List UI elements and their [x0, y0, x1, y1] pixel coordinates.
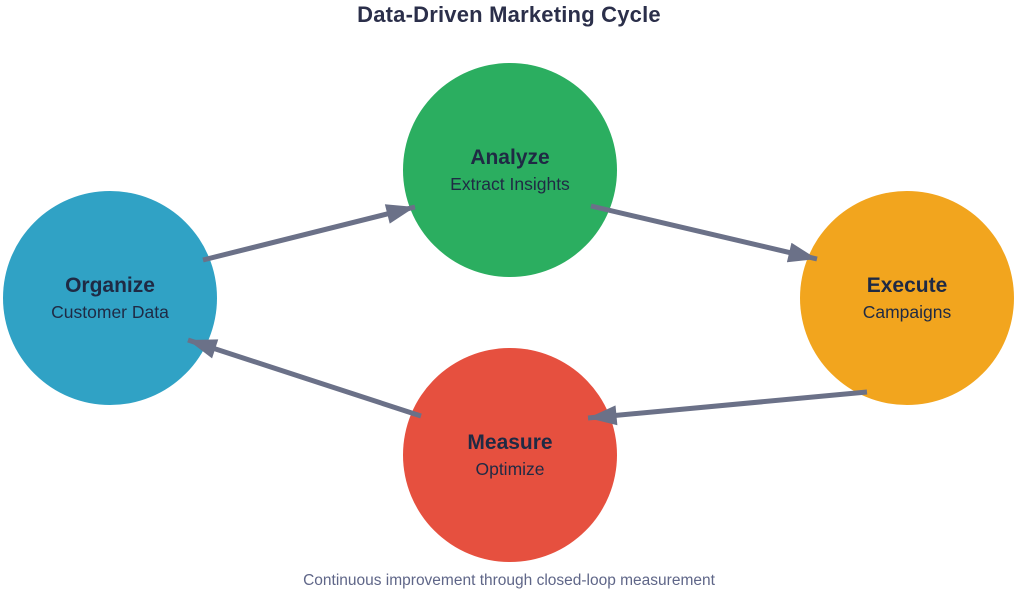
arrow-measure-to-organize: [187, 337, 422, 419]
node-execute-label: Execute: [866, 273, 948, 297]
node-analyze-label: Analyze: [470, 145, 550, 169]
node-execute-sublabel: Campaigns: [862, 301, 952, 322]
page-title: Data-Driven Marketing Cycle: [357, 2, 661, 27]
node-measure[interactable]: Measure Optimize: [403, 348, 617, 562]
node-measure-label: Measure: [467, 430, 553, 454]
arrow-organize-to-analyze: [202, 204, 416, 263]
node-analyze[interactable]: Analyze Extract Insights: [403, 63, 617, 277]
node-measure-sublabel: Optimize: [475, 458, 545, 479]
node-analyze-sublabel: Extract Insights: [450, 173, 570, 194]
arrow-analyze-to-execute: [590, 203, 818, 263]
diagram-caption: Continuous improvement through closed-lo…: [303, 572, 715, 589]
node-organize[interactable]: Organize Customer Data: [3, 191, 217, 405]
node-organize-sublabel: Customer Data: [51, 301, 169, 322]
arrow-execute-to-measure: [587, 389, 868, 426]
node-execute[interactable]: Execute Campaigns: [800, 191, 1014, 405]
node-organize-label: Organize: [65, 273, 155, 297]
